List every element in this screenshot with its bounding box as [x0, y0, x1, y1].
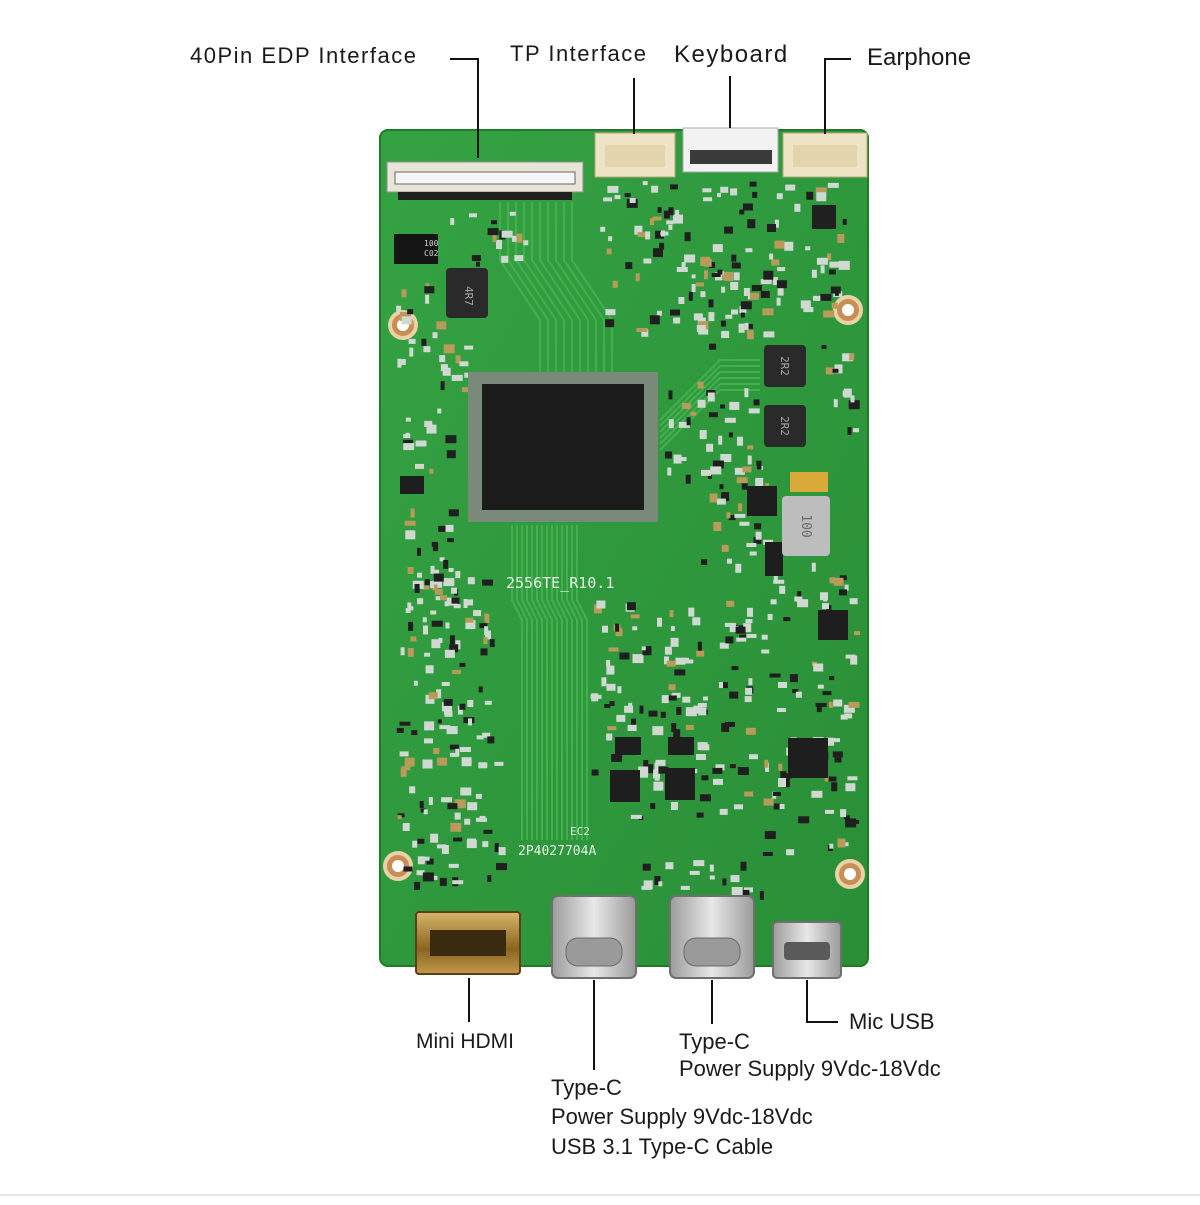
label-type-c-left-line1: Type-C	[551, 1075, 622, 1100]
label-mic-usb: Mic USB	[849, 1009, 935, 1034]
label-type-c-left-line2: Power Supply 9Vdc-18Vdc	[551, 1104, 813, 1129]
mounting-holes	[383, 295, 865, 889]
mini-hdmi-port	[415, 911, 521, 975]
label-mini-hdmi: Mini HDMI	[416, 1030, 514, 1053]
capacitor-mark-line2: C02	[424, 249, 439, 258]
inductors	[446, 268, 830, 556]
inductor-mark-4r7: 4R7	[462, 286, 475, 306]
label-40pin-edp-interface: 40Pin EDP Interface	[190, 43, 418, 68]
other-ics	[394, 205, 848, 802]
leader-line-edp	[450, 58, 479, 158]
keyboard-connector	[682, 127, 779, 173]
pcb-traces	[499, 202, 760, 840]
bottom-divider	[0, 1194, 1200, 1196]
label-tp-interface: TP Interface	[510, 41, 648, 66]
label-type-c-right-line1: Type-C	[679, 1029, 750, 1054]
label-type-c-left-line3: USB 3.1 Type-C Cable	[551, 1134, 774, 1159]
inductor-mark-2r2-b: 2R2	[778, 416, 791, 436]
edp-connector	[386, 161, 584, 200]
silkscreen-part-number: 2P4027704A	[518, 844, 596, 859]
leader-lines	[450, 58, 851, 1070]
label-type-c-right-line2: Power Supply 9Vdc-18Vdc	[679, 1056, 941, 1081]
tp-connector	[594, 132, 676, 178]
type-c-port-left	[551, 895, 637, 979]
leader-line-mic-usb	[806, 980, 838, 1023]
earphone-connector	[782, 132, 868, 178]
leader-line-earphone	[824, 58, 851, 134]
inductor-mark-2r2-a: 2R2	[778, 356, 791, 376]
main-processor-chip	[468, 372, 658, 522]
silkscreen-small: EC2	[570, 825, 590, 838]
silkscreen-model: 2556TE_R10.1	[506, 574, 614, 592]
inductor-mark-100: 100	[798, 514, 813, 537]
type-c-port-right	[669, 895, 755, 979]
micro-usb-port	[772, 921, 842, 979]
capacitor-mark-line1: 100	[424, 239, 439, 248]
label-keyboard: Keyboard	[674, 41, 789, 68]
label-earphone: Earphone	[867, 44, 972, 71]
